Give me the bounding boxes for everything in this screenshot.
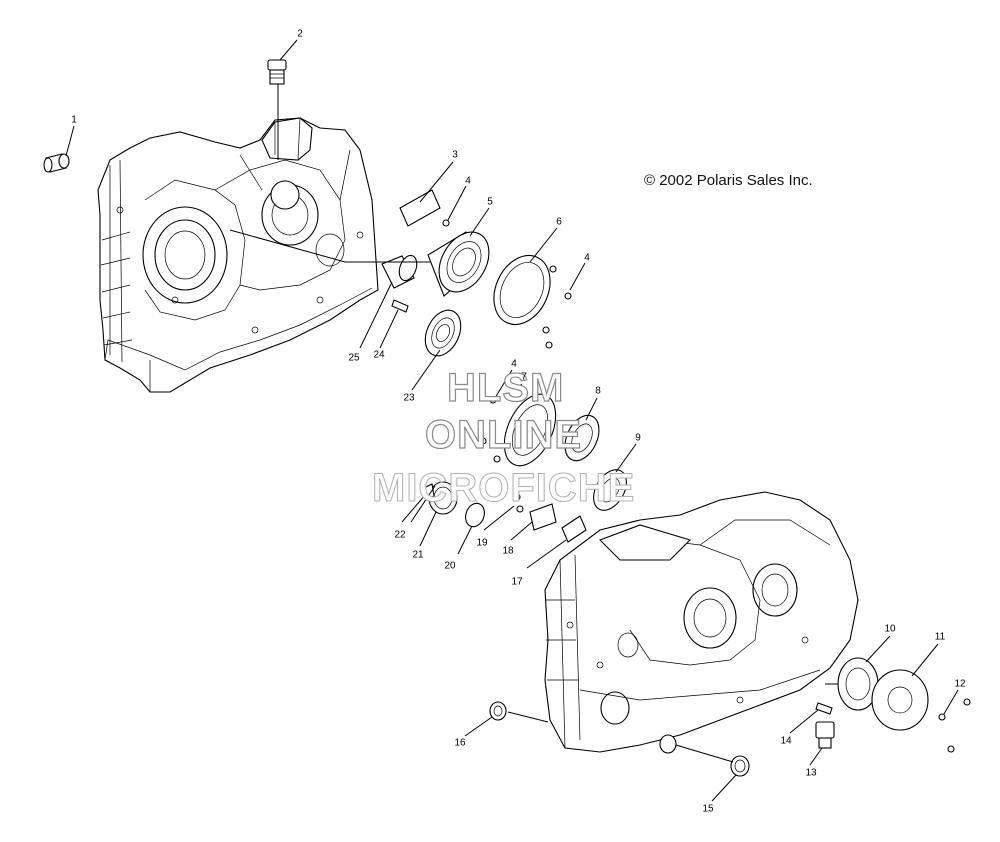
part-25-sleeve — [381, 254, 418, 289]
watermark-line-2: ONLINE — [424, 412, 583, 457]
part-15-seal — [730, 755, 750, 777]
callout-4: 4 — [465, 175, 471, 187]
part-11-plate — [871, 669, 929, 731]
callout-6: 6 — [556, 216, 562, 228]
callout-4b: 4 — [584, 252, 590, 264]
callout-4c: 4 — [511, 358, 517, 370]
callout-17: 17 — [511, 576, 523, 588]
part-7-cover — [479, 393, 557, 467]
part-19-pins — [513, 493, 524, 513]
callout-13: 13 — [805, 767, 817, 779]
callout-9: 9 — [635, 432, 641, 444]
callout-19: 19 — [476, 537, 488, 549]
part-16-seal — [489, 701, 507, 721]
part-3-plate — [399, 189, 441, 227]
callout-3: 3 — [452, 149, 458, 161]
callout-5: 5 — [487, 196, 493, 208]
part-17-plate — [561, 515, 587, 543]
callout-12: 12 — [954, 678, 966, 690]
part-14-pin — [815, 702, 833, 715]
callout-2: 2 — [297, 28, 303, 40]
part-8-bearing — [564, 414, 600, 462]
part-2-fitting — [267, 59, 287, 85]
callout-18: 18 — [502, 545, 514, 557]
callout-22: 22 — [394, 529, 406, 541]
callout-7: 7 — [521, 371, 527, 383]
callout-15: 15 — [702, 803, 714, 815]
watermark-line-3: MICROFICHE — [371, 466, 636, 511]
callout-14: 14 — [780, 735, 792, 747]
part-23-bearing — [424, 309, 462, 357]
callout-10: 10 — [884, 623, 896, 635]
left-crankcase-half — [97, 117, 379, 393]
callout-1: 1 — [71, 114, 77, 126]
part-4-screws — [442, 219, 572, 349]
part-18-bracket — [529, 503, 557, 531]
leader-lines — [65, 39, 959, 802]
part-21-22-cover — [423, 481, 458, 515]
part-13-plug — [815, 721, 835, 749]
right-crankcase-half — [544, 491, 859, 754]
callout-20: 20 — [444, 560, 456, 572]
part-24-pin — [391, 299, 409, 313]
callout-24: 24 — [373, 349, 385, 361]
part-20-ring — [465, 502, 485, 528]
part-9-seal — [593, 469, 627, 511]
watermark-line-1: HLSM — [446, 365, 565, 410]
part-6-gasket — [493, 255, 551, 325]
part-12-screws — [938, 698, 971, 753]
callout-11: 11 — [934, 631, 946, 643]
callout-21: 21 — [412, 549, 424, 561]
part-1-plug — [43, 153, 70, 173]
callout-8: 8 — [595, 385, 601, 397]
callout-25: 25 — [348, 352, 360, 364]
copyright-notice: © 2002 Polaris Sales Inc. — [644, 172, 813, 189]
callout-16: 16 — [454, 737, 466, 749]
part-5-bearing — [427, 231, 490, 297]
callout-23: 23 — [403, 392, 415, 404]
